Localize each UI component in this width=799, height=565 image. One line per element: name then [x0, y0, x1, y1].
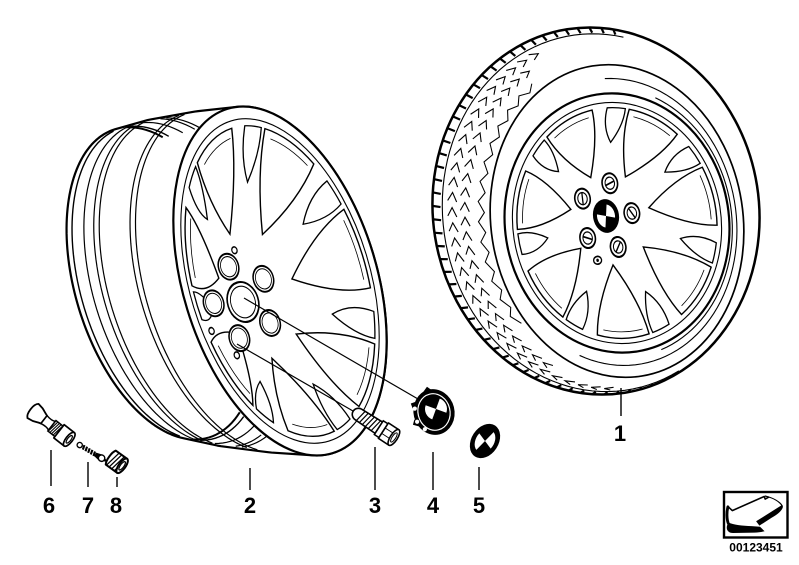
callout-3[interactable]: 3	[369, 447, 381, 518]
wheel-bolt-art	[351, 407, 401, 447]
callout-label-8[interactable]: 8	[110, 493, 122, 518]
callout-label-1[interactable]: 1	[614, 421, 626, 446]
page-arrow-top-edge	[727, 495, 770, 512]
callout-label-6[interactable]: 6	[43, 493, 55, 518]
callout-label-3[interactable]: 3	[369, 493, 381, 518]
callout-5[interactable]: 5	[473, 467, 485, 518]
page-arrow-icon	[725, 495, 783, 533]
callout-label-5[interactable]: 5	[473, 493, 485, 518]
doc-number: 00123451	[729, 541, 783, 555]
valve-core-art	[76, 441, 108, 463]
callout-label-7[interactable]: 7	[82, 493, 94, 518]
wheel-with-tire-art	[431, 26, 761, 396]
valve-cap-art	[104, 449, 129, 475]
doc-box: 00123451	[722, 490, 789, 555]
callout-4[interactable]: 4	[427, 452, 440, 518]
callout-2[interactable]: 2	[244, 468, 256, 518]
page-arrow-bottom-strip	[726, 522, 765, 533]
bolt-pointer-line	[236, 343, 354, 412]
hub-cap-art	[410, 386, 455, 435]
callout-8[interactable]: 8	[110, 477, 122, 518]
callout-6[interactable]: 6	[43, 450, 55, 518]
page-arrow-right-band	[756, 495, 783, 526]
alloy-rim-art	[65, 81, 426, 482]
page-arrow-body	[726, 496, 782, 528]
valve-stem-art	[26, 403, 76, 448]
hub-cap-pointer-line	[243, 297, 419, 400]
callout-label-2[interactable]: 2	[244, 493, 256, 518]
callout-7[interactable]: 7	[82, 462, 94, 518]
callout-1[interactable]: 1	[614, 388, 626, 446]
page-arrow-head-outline	[725, 505, 730, 525]
emblem-art	[469, 423, 501, 459]
callout-label-4[interactable]: 4	[427, 493, 440, 518]
